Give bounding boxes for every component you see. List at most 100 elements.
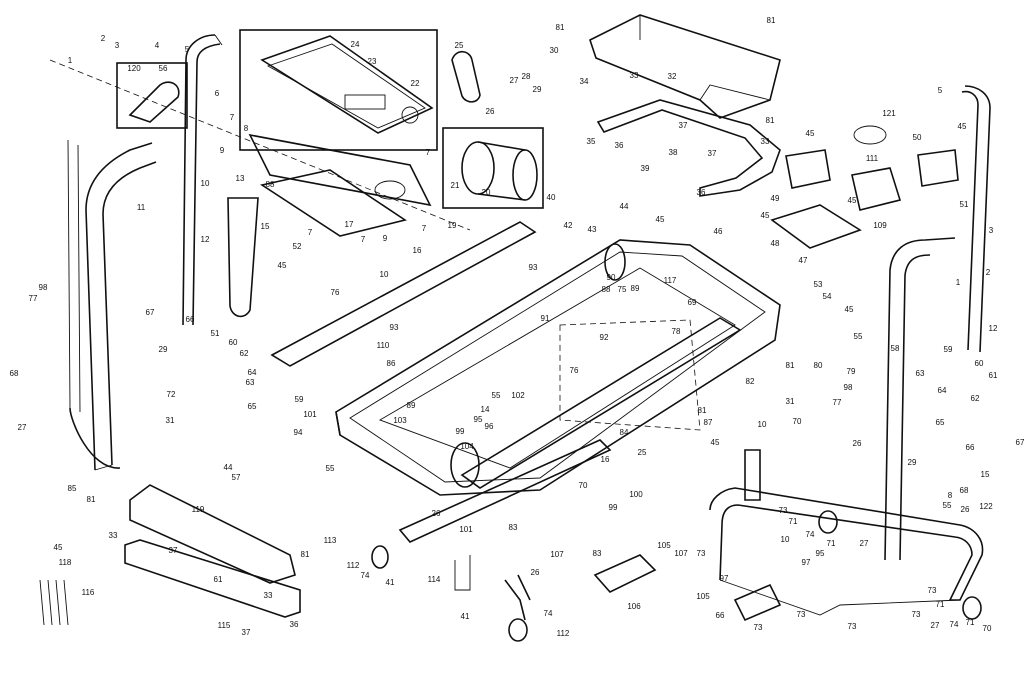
part-label: 7	[230, 113, 235, 122]
part-label: 101	[459, 525, 473, 534]
part-label: 55	[326, 464, 335, 473]
part-label: 75	[618, 285, 627, 294]
part-label: 17	[345, 220, 354, 229]
part-label: 55	[943, 501, 952, 510]
part-label: 30	[550, 46, 559, 55]
part-label: 33	[109, 531, 118, 540]
part-label: 44	[620, 202, 629, 211]
part-label: 42	[564, 221, 573, 230]
part-label: 77	[29, 294, 38, 303]
base-frame	[709, 449, 984, 622]
part-label: 4	[155, 41, 160, 50]
part-label: 31	[166, 416, 175, 425]
part-label: 25	[455, 41, 464, 50]
part-label: 51	[211, 329, 220, 338]
hood-bracket	[596, 99, 781, 197]
part-label: 118	[59, 558, 72, 567]
part-label: 63	[916, 369, 925, 378]
part-label: 15	[981, 470, 990, 479]
part-label: 82	[746, 377, 755, 386]
part-label: 74	[361, 571, 370, 580]
part-label: 37	[169, 546, 178, 555]
part-label: 71	[936, 600, 945, 609]
part-label: 79	[847, 367, 856, 376]
part-label: 20	[482, 188, 491, 197]
part-label: 60	[975, 359, 984, 368]
part-label: 112	[347, 561, 360, 570]
right-upright	[884, 85, 991, 561]
part-label: 73	[928, 586, 937, 595]
part-label: 33	[761, 137, 770, 146]
part-label: 32	[668, 72, 677, 81]
part-label: 98	[39, 283, 48, 292]
part-label: 107	[674, 549, 688, 558]
drive-belt	[451, 50, 481, 103]
part-label: 94	[294, 428, 303, 437]
part-label: 7	[361, 235, 366, 244]
part-label: 63	[246, 378, 255, 387]
part-label: 27	[510, 76, 519, 85]
part-label: 106	[627, 602, 641, 611]
part-label: 6	[215, 89, 220, 98]
part-label: 5	[185, 45, 190, 54]
part-label: 86	[387, 359, 396, 368]
part-label: 57	[232, 473, 241, 482]
part-label: 45	[278, 261, 287, 270]
part-label: 87	[704, 418, 713, 427]
part-label: 99	[456, 427, 465, 436]
part-label: 46	[714, 227, 723, 236]
part-label: 89	[631, 284, 640, 293]
elevation-frame	[371, 439, 612, 642]
part-label: 5	[938, 86, 943, 95]
part-label: 107	[550, 550, 564, 559]
part-label: 105	[657, 541, 671, 550]
part-label: 26	[853, 439, 862, 448]
part-label: 39	[641, 164, 650, 173]
motor-hood	[589, 14, 781, 119]
part-label: 16	[601, 455, 610, 464]
treadmill-frame	[335, 239, 781, 496]
part-label: 70	[983, 624, 992, 633]
part-label: 97	[720, 574, 729, 583]
part-label: 62	[971, 394, 980, 403]
part-label: 120	[127, 64, 141, 73]
lift-motor	[593, 554, 657, 593]
part-label: 25	[638, 448, 647, 457]
part-label: 10	[758, 420, 767, 429]
part-label: 104	[460, 442, 474, 451]
part-label: 73	[797, 610, 806, 619]
part-label: 119	[192, 505, 205, 514]
part-label: 71	[966, 618, 975, 627]
part-label: 72	[167, 390, 176, 399]
part-label: 36	[615, 141, 624, 150]
part-label: 41	[386, 578, 395, 587]
left-upright	[49, 59, 471, 471]
part-label: 65	[248, 402, 257, 411]
part-label: 122	[979, 502, 993, 511]
roller-inset	[442, 127, 544, 209]
part-label: 109	[873, 221, 887, 230]
part-label: 50	[913, 133, 922, 142]
part-label: 80	[814, 361, 823, 370]
part-label: 93	[390, 323, 399, 332]
bolts	[39, 579, 69, 626]
part-label: 81	[698, 406, 707, 415]
part-label: 26	[486, 107, 495, 116]
part-label: 84	[620, 428, 629, 437]
part-label: 98	[844, 383, 853, 392]
part-label: 58	[891, 344, 900, 353]
part-label: 113	[324, 536, 337, 545]
part-label: 47	[799, 256, 808, 265]
part-label: 11	[137, 203, 146, 212]
electronics	[770, 125, 959, 249]
part-label: 38	[669, 148, 678, 157]
part-label: 76	[331, 288, 340, 297]
part-label: 73	[754, 623, 763, 632]
part-label: 93	[529, 263, 538, 272]
part-label: 56	[159, 64, 168, 73]
part-label: 102	[511, 391, 525, 400]
part-label: 31	[786, 397, 795, 406]
left-handrail	[182, 34, 223, 326]
part-label: 48	[771, 239, 780, 248]
